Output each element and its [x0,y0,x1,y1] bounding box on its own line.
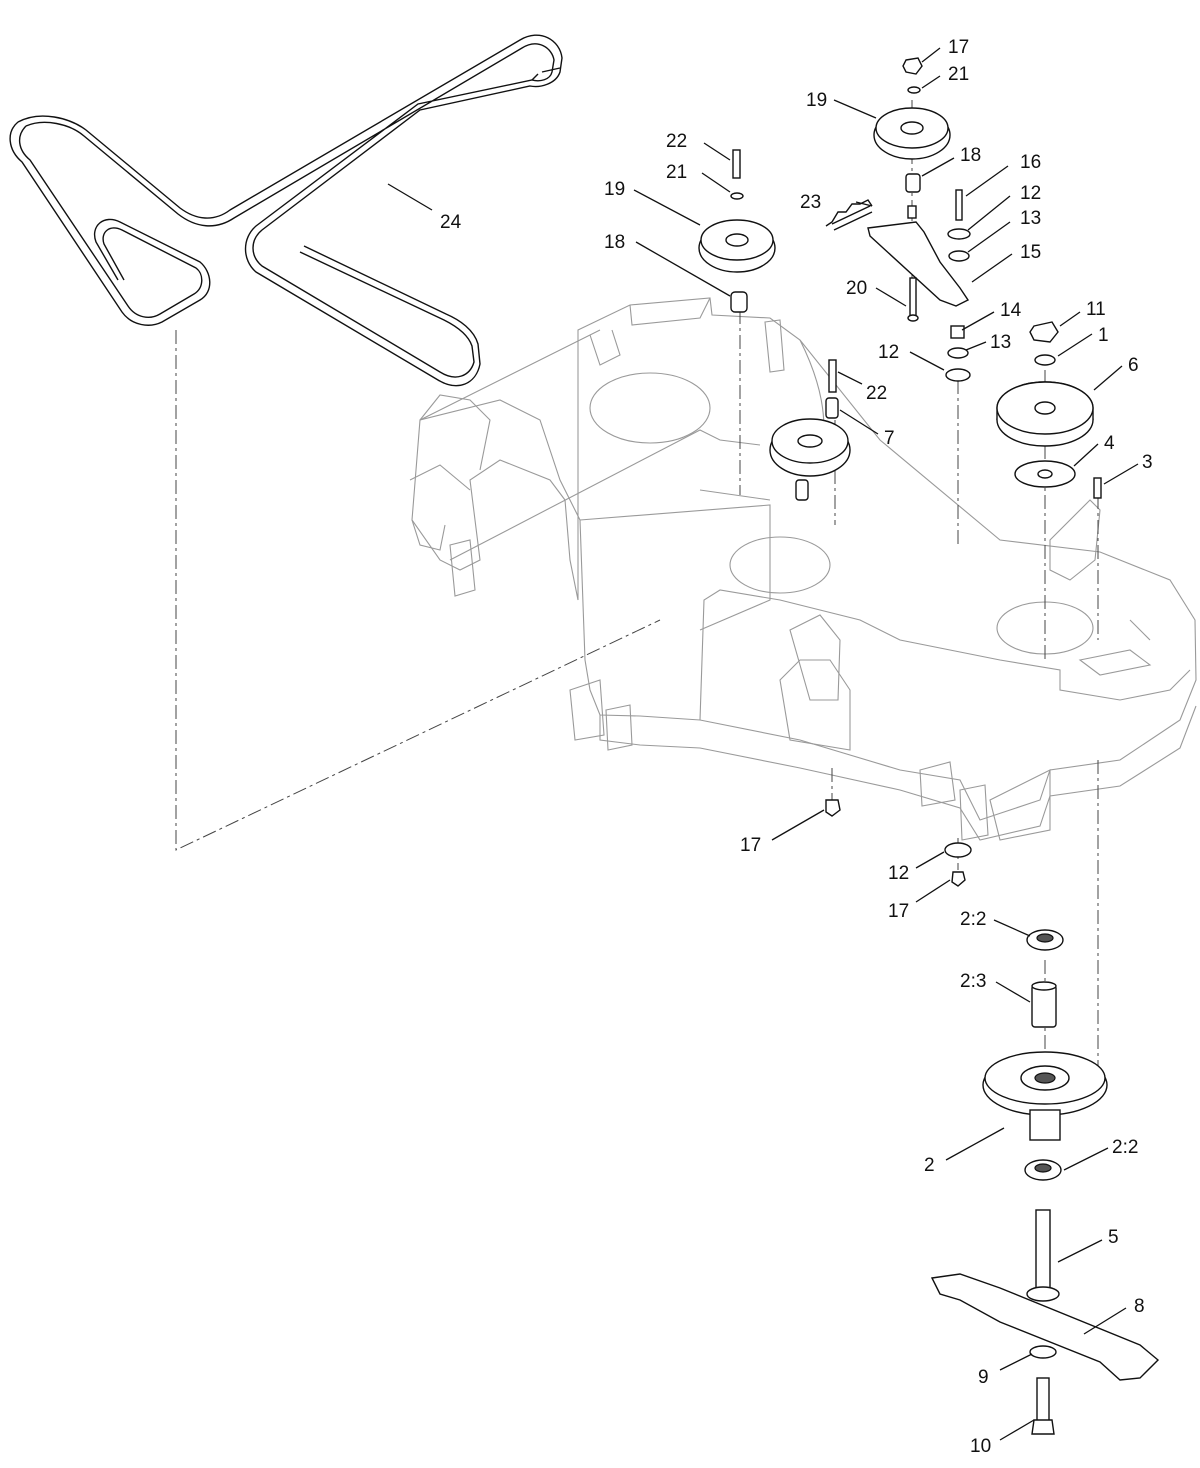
callout-8: 8 [1134,1296,1145,1317]
mower-deck [409,297,1197,841]
callout-21: 21 [948,64,969,85]
callout-21: 21 [666,162,687,183]
callout-24: 24 [440,212,462,233]
callout-2-3: 2:3 [960,971,986,992]
callout-7: 7 [884,428,895,449]
callout-labels: 17 21 19 18 16 12 13 15 23 22 21 19 18 2… [440,37,1153,1457]
callout-14: 14 [1000,300,1022,321]
callout-5: 5 [1108,1227,1119,1248]
callout-17: 17 [888,901,909,922]
callout-12: 12 [888,863,909,884]
callout-18: 18 [604,232,625,253]
callout-19: 19 [806,90,827,111]
callout-18: 18 [960,145,981,166]
callout-13: 13 [1020,208,1041,229]
callout-1: 1 [1098,325,1109,346]
callout-10: 10 [970,1436,991,1457]
callout-2-2: 2:2 [1112,1137,1138,1158]
callout-17: 17 [948,37,969,58]
assembly-centerlines [175,100,1099,1100]
callout-13: 13 [990,332,1011,353]
callout-19: 19 [604,179,625,200]
callout-6: 6 [1128,355,1139,376]
callout-20: 20 [846,278,867,299]
callout-2-2: 2:2 [960,909,986,930]
hardware-parts [698,57,1160,1435]
callout-22: 22 [866,383,887,404]
callout-12: 12 [878,342,899,363]
callout-12: 12 [1020,183,1041,204]
callout-15: 15 [1020,242,1041,263]
drive-belt [9,34,563,387]
callout-11: 11 [1086,299,1106,320]
callout-16: 16 [1020,152,1041,173]
callout-2: 2 [924,1155,935,1176]
callout-17: 17 [740,835,761,856]
leader-lines [387,47,1139,1441]
callout-9: 9 [978,1367,989,1388]
callout-22: 22 [666,131,687,152]
callout-3: 3 [1142,452,1153,473]
callout-23: 23 [800,192,821,213]
callout-4: 4 [1104,433,1115,454]
